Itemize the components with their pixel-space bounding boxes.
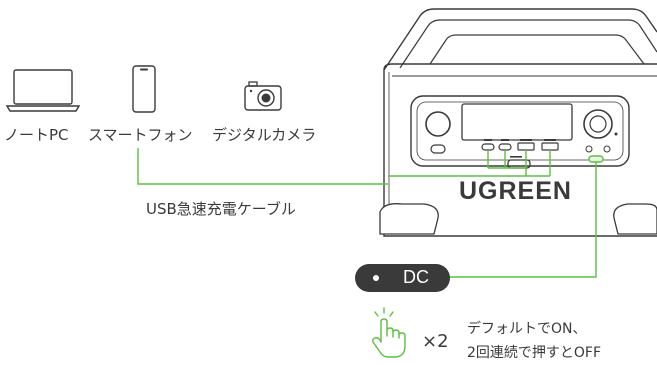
device-label-camera: デジタルカメラ [212,126,317,144]
ac-outlet [583,109,613,139]
cable-label: USB急速充電ケーブル [146,200,296,218]
station-handle [383,8,657,71]
cable-line [137,148,388,185]
usb-connection-lines [487,150,551,177]
device-label-smartphone: スマートフォン [88,126,193,144]
smartphone-icon [132,65,156,113]
power-knob [425,111,451,137]
brand-logo: UGREEN [459,177,572,205]
station-body [383,63,657,237]
station-foot-right [613,203,657,235]
double-tap-hand-icon [372,307,406,358]
usb-c-port-1 [481,143,495,151]
camera-icon [244,81,282,111]
dc-panel-button [588,155,604,163]
multiplier-label: ×2 [422,331,449,352]
usb-c-port-2 [498,143,512,151]
instruction-line-2: 2回連続で押すとOFF [467,345,602,361]
dc-button-callout: DC [355,264,450,292]
device-label-laptop: ノートPC [4,126,69,144]
instruction-line-1: デフォルトでON、 [467,321,587,337]
dc-label: DC [403,267,429,287]
usb-a-port-1 [517,142,535,151]
laptop-icon [5,69,81,112]
dc-connection-line [450,162,597,278]
station-foot-left [379,203,439,235]
dc-indicator-dot [373,275,379,281]
panel-display [461,103,573,141]
usb-a-port-2 [541,142,559,151]
station-panel [410,95,630,167]
